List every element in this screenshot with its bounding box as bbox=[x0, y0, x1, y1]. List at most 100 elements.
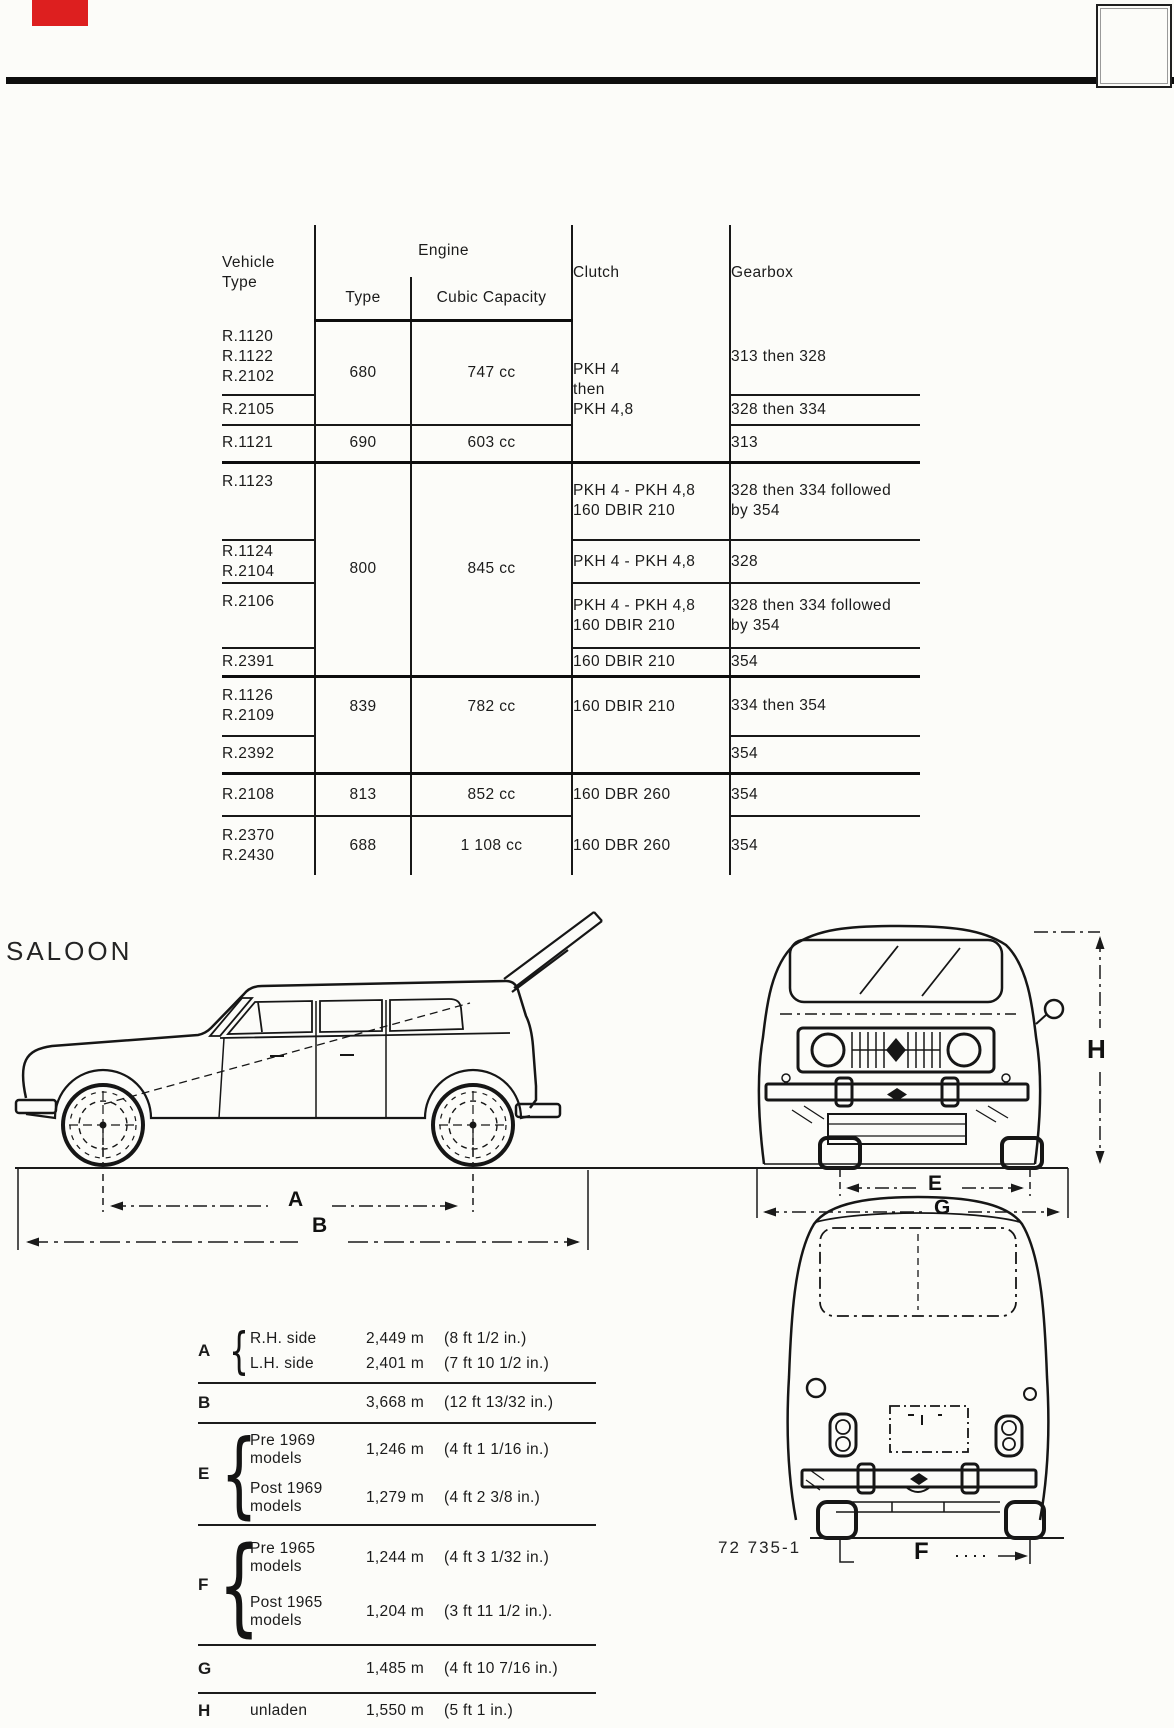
dimension-row-f: F { Pre 1965 models 1,244 m (4 ft 3 1/32… bbox=[198, 1523, 596, 1647]
table-row: R.2370 R.2430 688 1 108 cc 160 DBR 260 3… bbox=[222, 816, 921, 875]
col-header-cubic-capacity: Cubic Capacity bbox=[409, 277, 573, 322]
cell-clutch: 160 DBIR 210 bbox=[571, 676, 731, 736]
dim-label-b: B bbox=[312, 1214, 328, 1237]
cell-vehicle: R.2108 bbox=[222, 773, 315, 817]
dimension-row-e: E { Pre 1969 models 1,246 m (4 ft 1 1/16… bbox=[198, 1419, 596, 1529]
dim-label-e: E bbox=[928, 1172, 943, 1195]
cell-engine-type: 688 bbox=[314, 816, 411, 875]
cell-gearbox: 354 bbox=[729, 648, 921, 678]
table-row: R.2391 160 DBIR 210 354 bbox=[222, 648, 921, 678]
cell-engine-type: 690 bbox=[314, 425, 411, 464]
dimension-metric: 2,401 m bbox=[366, 1354, 425, 1372]
dimension-metric: 1,204 m bbox=[366, 1603, 425, 1620]
cell-clutch: PKH 4 - PKH 4,8 160 DBIR 210 bbox=[571, 583, 731, 649]
dimension-letter: H bbox=[198, 1701, 211, 1720]
cell-cubic-capacity: 782 cc bbox=[409, 676, 573, 736]
figure-number: 72 735-1 bbox=[718, 1538, 802, 1557]
dimension-metric: 1,279 m bbox=[366, 1489, 425, 1506]
cell-vehicle: R.1126 R.2109 bbox=[222, 676, 315, 737]
dimension-metric: 2,449 m bbox=[366, 1329, 425, 1347]
page-corner-box bbox=[1096, 4, 1172, 88]
spec-table: Vehicle Type Engine Clutch Gearbox Type … bbox=[222, 225, 921, 875]
cell-engine-type: 813 bbox=[314, 773, 411, 817]
cell-engine-type: 800 bbox=[314, 462, 411, 678]
cell-engine-type-empty bbox=[314, 736, 411, 775]
dimension-row-b: B 3,668 m (12 ft 13/32 in.) bbox=[198, 1384, 596, 1422]
table-row: R.2105 328 then 334 bbox=[222, 395, 921, 426]
brace: { bbox=[218, 1523, 260, 1647]
dimension-letter: A bbox=[198, 1341, 211, 1360]
col-header-clutch: Clutch bbox=[571, 225, 731, 320]
cell-vehicle: R.1123 bbox=[222, 462, 315, 541]
cell-cubic-capacity-empty bbox=[409, 736, 573, 775]
cell-gearbox: 334 then 354 bbox=[729, 676, 921, 737]
table-row: R.1120 R.1122 R.2102 680 747 cc PKH 4 th… bbox=[222, 320, 921, 464]
cell-gearbox: 313 then 328 bbox=[729, 320, 921, 396]
dimension-letter: G bbox=[198, 1659, 212, 1678]
cell-cubic-capacity: 747 cc bbox=[409, 320, 573, 426]
dimension-imperial: (12 ft 13/32 in.) bbox=[444, 1394, 554, 1411]
dim-label-a: A bbox=[288, 1188, 304, 1211]
separator bbox=[198, 1524, 596, 1526]
dim-label-f: F bbox=[914, 1538, 929, 1565]
cell-vehicle: R.1121 bbox=[222, 425, 315, 464]
cell-cubic-capacity: 852 cc bbox=[409, 773, 573, 817]
dimension-label: L.H. side bbox=[250, 1354, 314, 1372]
saloon-front-view-drawing bbox=[757, 924, 1065, 1170]
separator bbox=[198, 1382, 596, 1384]
table-row: R.1124 R.2104 PKH 4 - PKH 4,8 328 bbox=[222, 540, 921, 584]
dimension-imperial: (4 ft 1 1/16 in.) bbox=[444, 1441, 550, 1458]
page-top-rule bbox=[6, 77, 1174, 84]
brace: { bbox=[229, 1322, 249, 1380]
cell-engine-type: 680 bbox=[314, 320, 411, 426]
cell-gearbox: 354 bbox=[729, 816, 921, 875]
table-row: R.1123 800 845 cc PKH 4 - PKH 4,8 160 DB… bbox=[222, 462, 921, 678]
dimension-metric: 1,550 m bbox=[366, 1702, 425, 1719]
cell-gearbox: 328 then 334 bbox=[729, 395, 921, 426]
cell-gearbox: 313 bbox=[729, 425, 921, 464]
cell-clutch: 160 DBR 260 bbox=[571, 816, 731, 875]
cell-vehicle: R.1124 R.2104 bbox=[222, 540, 315, 584]
cell-vehicle: R.2392 bbox=[222, 736, 315, 775]
table-row: R.2108 813 852 cc 160 DBR 260 354 bbox=[222, 773, 921, 817]
dimension-metric: 1,246 m bbox=[366, 1441, 425, 1458]
separator bbox=[198, 1644, 596, 1646]
cell-gearbox: 328 bbox=[729, 540, 921, 584]
table-row: R.2106 PKH 4 - PKH 4,8 160 DBIR 210 328 … bbox=[222, 583, 921, 649]
dimension-label: Post 1965 models bbox=[250, 1594, 323, 1629]
dimension-row-h: H unladen 1,550 m (5 ft 1 in.) bbox=[198, 1694, 596, 1728]
cell-gearbox: 354 bbox=[729, 736, 921, 775]
col-header-engine-type: Type bbox=[314, 277, 411, 322]
cell-vehicle: R.2106 bbox=[222, 583, 315, 649]
dimension-imperial: (3 ft 11 1/2 in.). bbox=[444, 1603, 553, 1620]
cell-clutch: PKH 4 - PKH 4,8 bbox=[571, 540, 731, 584]
cell-cubic-capacity: 1 108 cc bbox=[409, 816, 573, 875]
cell-cubic-capacity: 603 cc bbox=[409, 425, 573, 464]
saloon-rear-view-drawing bbox=[786, 1195, 1050, 1540]
dimension-letter: F bbox=[198, 1575, 209, 1594]
dim-label-h: H bbox=[1087, 1034, 1106, 1064]
brace: { bbox=[220, 1419, 258, 1529]
table-row: R.1126 R.2109 839 782 cc 160 DBIR 210 33… bbox=[222, 676, 921, 737]
separator bbox=[198, 1692, 596, 1694]
dimension-row-a: A { R.H. side 2,449 m (8 ft 1/2 in.) L.H… bbox=[198, 1320, 596, 1382]
cell-gearbox: 328 then 334 followed by 354 bbox=[729, 462, 921, 541]
dimension-imperial: (4 ft 3 1/32 in.) bbox=[444, 1549, 550, 1566]
dimension-metric: 1,485 m bbox=[366, 1660, 425, 1677]
dimension-label: R.H. side bbox=[250, 1329, 317, 1347]
cell-vehicle: R.2105 bbox=[222, 395, 315, 426]
dimension-imperial: (4 ft 10 7/16 in.) bbox=[444, 1660, 558, 1677]
table-row: R.2392 354 bbox=[222, 736, 921, 775]
dimension-metric: 1,244 m bbox=[366, 1549, 425, 1566]
cell-engine-type: 839 bbox=[314, 676, 411, 736]
dimension-imperial: (5 ft 1 in.) bbox=[444, 1702, 514, 1719]
cell-clutch: 160 DBIR 210 bbox=[571, 648, 731, 678]
dimension-row-g: G 1,485 m (4 ft 10 7/16 in.) bbox=[198, 1646, 596, 1692]
cell-clutch: 160 DBR 260 bbox=[571, 773, 731, 816]
dimension-label: Post 1969 models bbox=[250, 1480, 323, 1515]
table-row: R.1121 690 603 cc 313 bbox=[222, 425, 921, 464]
cell-clutch: PKH 4 - PKH 4,8 160 DBIR 210 bbox=[571, 462, 731, 541]
cell-gearbox: 328 then 334 followed by 354 bbox=[729, 583, 921, 649]
